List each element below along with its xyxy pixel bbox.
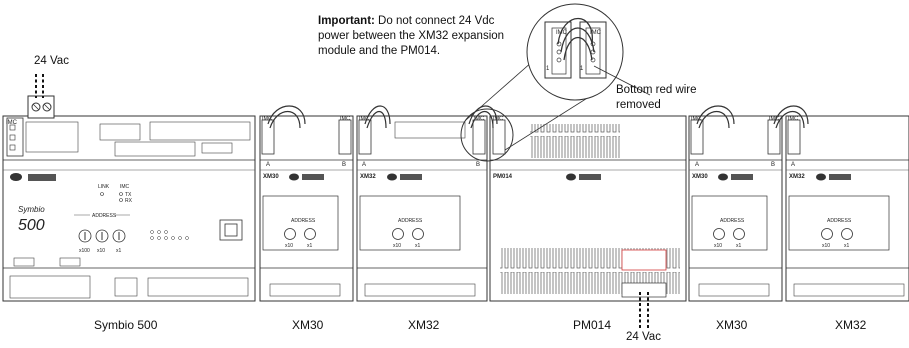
svg-text:ADDRESS: ADDRESS [720, 218, 745, 224]
svg-text:x10: x10 [285, 243, 293, 249]
xm32-2-model: XM32 [789, 174, 805, 180]
svg-text:x10: x10 [714, 243, 722, 249]
svg-text:A: A [791, 162, 795, 168]
important-note: Important: Do not connect 24 Vdc power b… [318, 15, 505, 57]
svg-text:ADDRESS: ADDRESS [827, 218, 852, 224]
svg-text:x1: x1 [736, 243, 742, 249]
svg-text:IMC: IMC [493, 116, 503, 122]
svg-text:IMC: IMC [359, 116, 369, 122]
xm32-1-model: XM32 [360, 174, 376, 180]
svg-text:A: A [695, 162, 699, 168]
symbio-500-module: IMC Symbio 500 LINK IMC TX RX ADDRESS [2, 74, 256, 302]
svg-text:IMC: IMC [691, 116, 701, 122]
svg-text:IMC: IMC [262, 116, 272, 122]
symbio-rx-label: RX [125, 198, 133, 204]
xm30-1-address-label: ADDRESS [291, 218, 316, 224]
svg-text:ADDRESS: ADDRESS [398, 218, 423, 224]
svg-text:A: A [362, 162, 366, 168]
callout-line-2: removed [616, 99, 661, 111]
caption-pm014: PM014 [573, 318, 612, 332]
svg-text:IMC: IMC [340, 116, 350, 122]
pm014-module: IMC PM014 [468, 105, 687, 328]
caption-xm30-2: XM30 [716, 318, 748, 332]
zoom-imc-left: IMC [556, 30, 568, 36]
symbio-address-label: ADDRESS [92, 213, 117, 219]
xm30-module-2: IMC IMC A B XM30 ADDRESS x10 x1 [688, 105, 783, 302]
symbio-model: 500 [18, 217, 45, 234]
xm32-module-1: IMC IMC A B XM32 ADDRESS x10 x1 [356, 105, 488, 302]
caption-xm30-1: XM30 [292, 318, 324, 332]
svg-text:IMC: IMC [769, 116, 779, 122]
svg-text:B: B [476, 162, 480, 168]
symbio-dial-x1: x1 [116, 248, 122, 254]
svg-text:x10: x10 [822, 243, 830, 249]
symbio-imc-led-label: IMC [120, 184, 130, 190]
zoom-imc-right: IMC [590, 30, 602, 36]
svg-text:IMC: IMC [788, 116, 798, 122]
xm30-module-1: IMC IMC A B XM30 ADDRESS x10 x1 [259, 105, 354, 302]
xm30-1-model: XM30 [263, 174, 279, 180]
symbio-link-label: LINK [98, 184, 110, 190]
top-power-label: 24 Vac [34, 55, 69, 67]
symbio-brand: Symbio [18, 205, 45, 214]
svg-text:x1: x1 [844, 243, 850, 249]
callout-line-1: Bottom red wire [616, 84, 697, 96]
xm30-2-model: XM30 [692, 174, 708, 180]
svg-text:x1: x1 [307, 243, 313, 249]
caption-xm32-1: XM32 [408, 318, 440, 332]
svg-text:x1: x1 [415, 243, 421, 249]
xm30-1-tag-a: A [266, 162, 270, 168]
symbio-imc-label: IMC [6, 120, 18, 126]
svg-text:IMC: IMC [474, 116, 484, 122]
symbio-dial-x100: x100 [79, 248, 90, 254]
symbio-dial-x10: x10 [97, 248, 105, 254]
symbio-tx-label: TX [125, 192, 132, 198]
xm32-module-2: IMC A XM32 ADDRESS x10 x1 [773, 105, 909, 302]
zoom-callout: IMC IMC 1 1 [460, 3, 651, 162]
xm30-1-tag-b: B [342, 162, 346, 168]
svg-text:x10: x10 [393, 243, 401, 249]
caption-symbio-500: Symbio 500 [94, 318, 158, 332]
bottom-power-label: 24 Vac [626, 331, 661, 343]
zoom-pin-left: 1 [546, 66, 550, 72]
svg-text:B: B [771, 162, 775, 168]
zoom-pin-right: 1 [580, 66, 584, 72]
caption-xm32-2: XM32 [835, 318, 867, 332]
pm014-model: PM014 [493, 174, 513, 180]
